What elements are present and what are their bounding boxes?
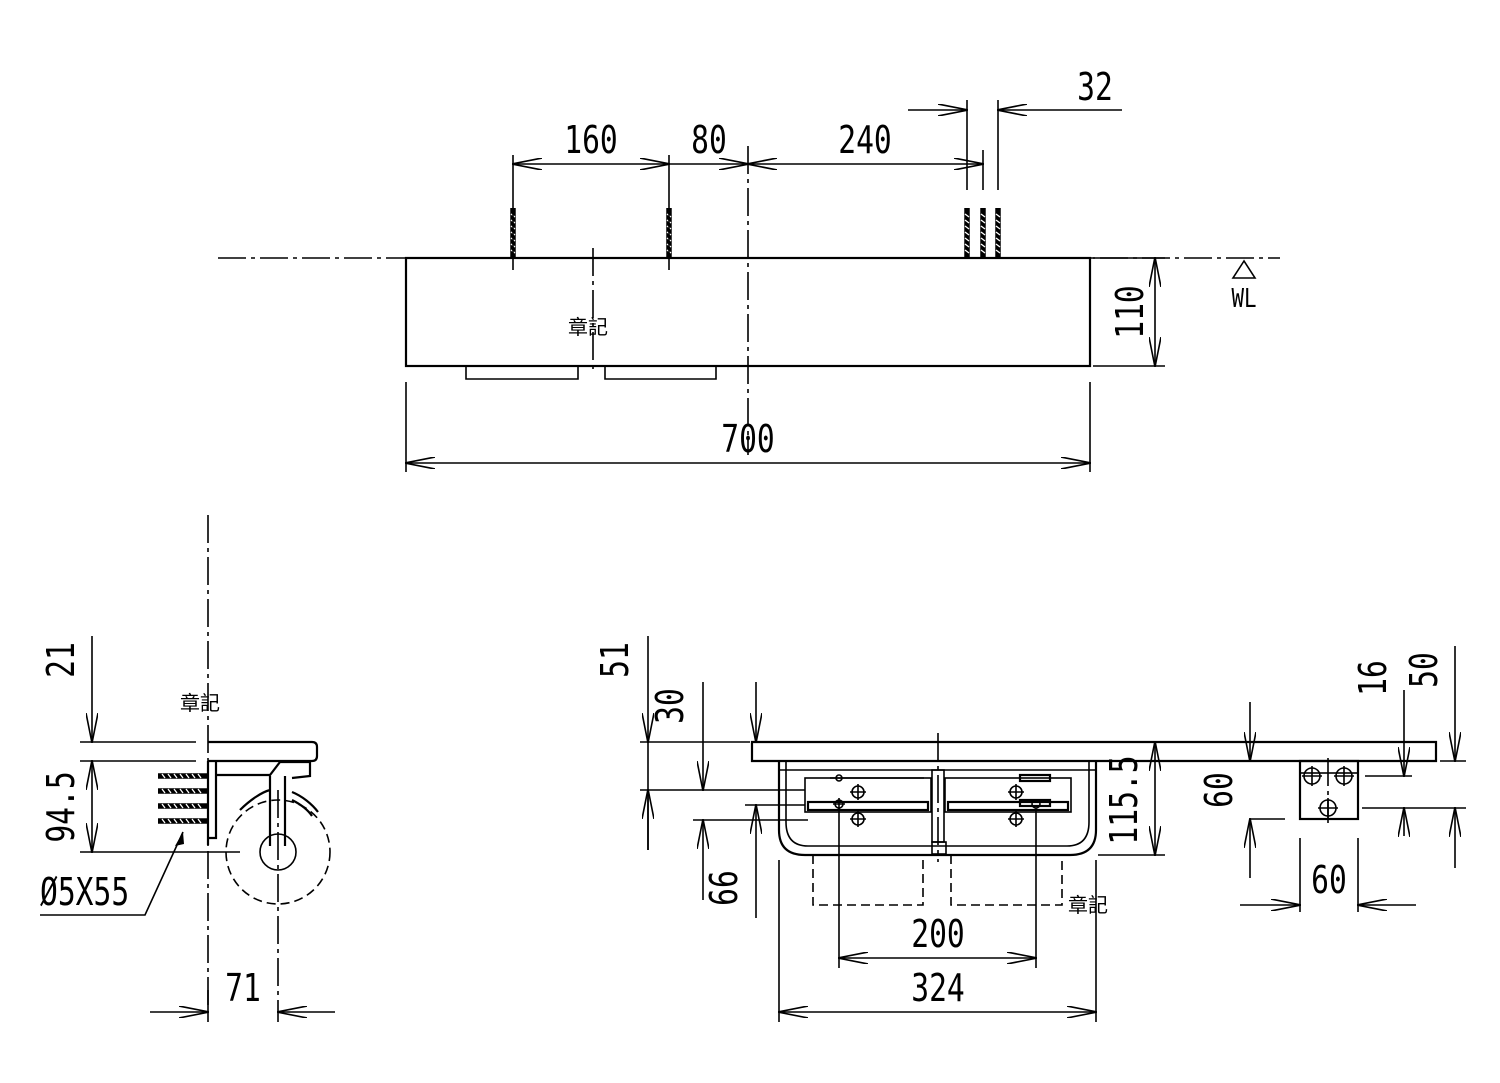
paper-roll-left-hidden xyxy=(812,855,924,906)
side-bracket-profile xyxy=(206,760,312,845)
stamp-text: 章記 xyxy=(568,315,608,339)
dim-700: 700 xyxy=(721,417,775,462)
dim-115-5: 115.5 xyxy=(1102,755,1147,844)
dim-160: 160 xyxy=(564,118,618,163)
stamp-text: 章記 xyxy=(1068,893,1108,917)
dim-60-horizontal: 60 xyxy=(1311,858,1347,903)
dim-30: 30 xyxy=(648,688,693,724)
dim-110: 110 xyxy=(1108,285,1153,339)
front-screws xyxy=(510,208,1001,258)
dim-16: 16 xyxy=(1351,660,1396,696)
bottom-view: 51 30 66 115.5 200 324 章記 60 60 16 xyxy=(593,636,1466,1022)
dim-21: 21 xyxy=(39,642,84,678)
dim-50: 50 xyxy=(1402,652,1447,688)
front-view: 160 80 240 32 110 700 WL 章記 xyxy=(218,65,1280,472)
holder-arm xyxy=(239,776,319,846)
dim-94-5: 94.5 xyxy=(39,771,84,842)
wall-bracket xyxy=(1298,758,1360,823)
side-shelf-profile xyxy=(208,740,319,763)
right-roll-holder xyxy=(944,773,1072,827)
dim-51: 51 xyxy=(593,642,638,678)
water-level-label: WL xyxy=(1231,283,1256,314)
left-roll-holder xyxy=(804,774,932,827)
dim-71: 71 xyxy=(225,966,261,1011)
dim-66: 66 xyxy=(702,870,747,906)
dim-240: 240 xyxy=(838,118,892,163)
dim-32: 32 xyxy=(1077,65,1113,110)
bottom-shelf-plate xyxy=(750,740,1438,763)
side-screws xyxy=(158,773,208,824)
bottom-holder-body xyxy=(777,761,1098,857)
stamp-text: 章記 xyxy=(180,691,220,715)
water-level-triangle-icon xyxy=(1231,259,1257,279)
dim-324: 324 xyxy=(911,966,965,1011)
holder-right xyxy=(604,366,717,380)
screw-spec-label: Ø5X55 xyxy=(40,870,129,915)
dim-200: 200 xyxy=(911,912,965,957)
dim-60-vertical: 60 xyxy=(1197,772,1242,808)
holder-left xyxy=(465,366,579,380)
screw-leader xyxy=(40,831,184,916)
dim-80: 80 xyxy=(691,118,727,163)
side-view: 21 94.5 Ø5X55 71 章記 xyxy=(39,515,335,1022)
paper-roll-right-hidden xyxy=(950,855,1063,906)
